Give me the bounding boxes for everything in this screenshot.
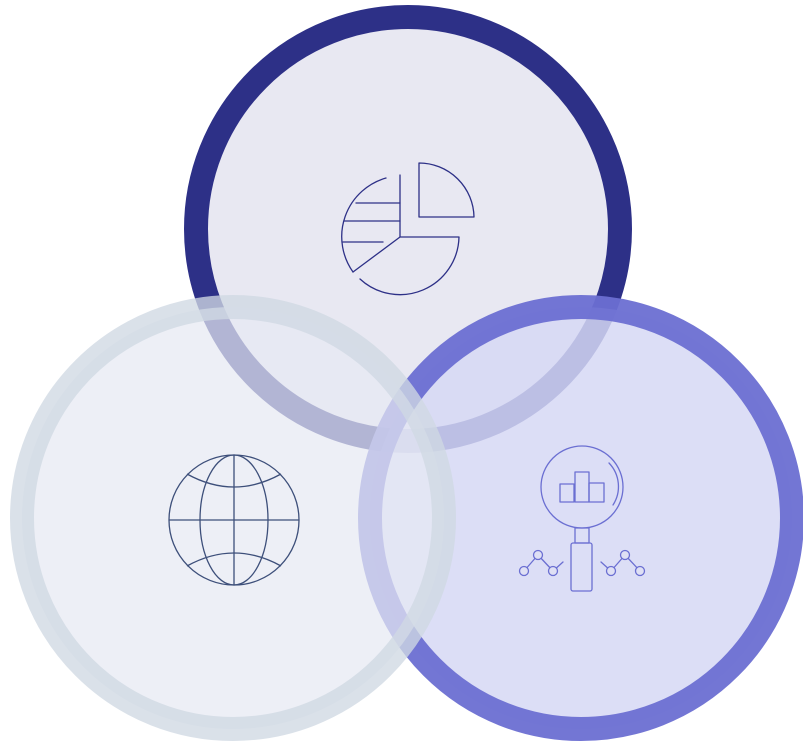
right-circle-fill (370, 307, 792, 729)
analytics-magnifier-icon (518, 445, 646, 592)
globe-icon (168, 454, 300, 586)
left-circle-fill (22, 307, 444, 729)
left-circle (10, 295, 456, 741)
left-circle-ring (10, 295, 456, 741)
pie-chart-icon (341, 162, 475, 296)
